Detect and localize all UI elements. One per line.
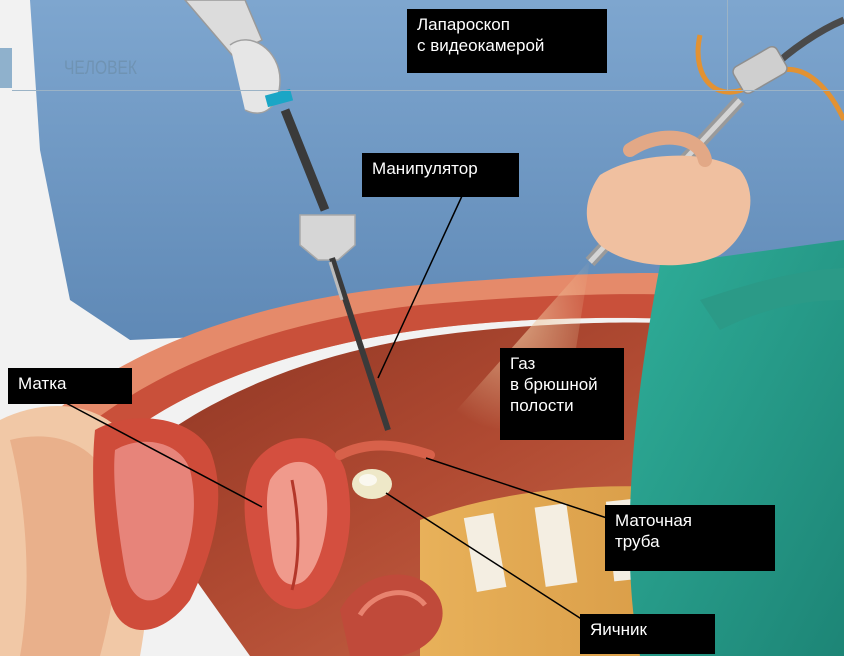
label-ovary: Яичник — [580, 614, 715, 654]
surgeon-hand — [587, 156, 751, 266]
header-rule — [12, 90, 844, 91]
section-marker — [0, 48, 12, 88]
label-fallopian-tube: Маточная труба — [605, 505, 775, 571]
label-uterus: Матка — [8, 368, 132, 404]
label-gas: Газ в брюшной полости — [500, 348, 624, 440]
section-title: ЧЕЛОВЕК — [64, 58, 137, 80]
header-divider — [727, 0, 728, 91]
label-laparoscope: Лапароскоп с видеокамерой — [407, 9, 607, 73]
label-manipulator: Манипулятор — [362, 153, 519, 197]
